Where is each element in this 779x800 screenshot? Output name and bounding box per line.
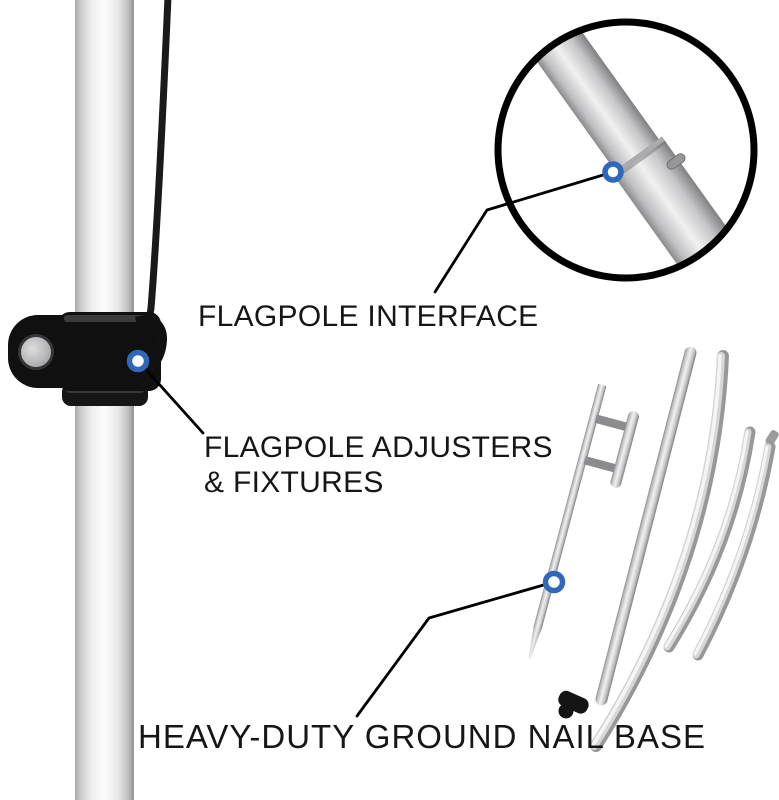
spike-step-handle — [610, 411, 639, 488]
bungee-cord — [145, 0, 172, 325]
handle-crossbar-bottom — [583, 456, 616, 473]
clamp-collar-rim — [64, 315, 148, 322]
joint-upper-tube — [501, 25, 661, 173]
leader-line-adjusters — [139, 362, 205, 435]
inset-border-circle — [494, 18, 758, 282]
flex-tip-fitting — [765, 430, 779, 446]
spike-clip — [558, 690, 589, 719]
flagpole-interface-label: FLAGPOLE INTERFACE — [198, 300, 539, 333]
ground-spike — [528, 383, 639, 659]
flagpole-adjusters-label-line1: FLAGPOLE ADJUSTERS — [204, 431, 553, 464]
inset-pole-joint — [501, 25, 751, 275]
zoom-inset — [494, 18, 758, 282]
flagpole-interface-marker-icon — [602, 161, 624, 183]
pole-section-bottom — [595, 346, 697, 706]
flex-section-1 — [663, 426, 756, 653]
joint-lower-tube — [611, 136, 751, 275]
flagpole-adjusters-label-line2: & FIXTURES — [204, 466, 384, 499]
spike-shaft — [533, 383, 607, 630]
leader-line-interface — [433, 170, 615, 294]
joint-spring-pin — [666, 153, 686, 170]
clamp-thumb-bolt — [18, 334, 54, 370]
handle-crossbar-top — [594, 414, 627, 431]
pole-clamp — [8, 312, 168, 406]
clamp-hook — [135, 315, 168, 375]
flex-section-2 — [692, 430, 779, 661]
joint-collar-rim — [611, 136, 665, 177]
flagpole-adjusters-label: FLAGPOLE ADJUSTERS & FIXTURES — [204, 430, 553, 500]
spike-tip — [528, 624, 543, 659]
ground-nail-label: HEAVY-DUTY GROUND NAIL BASE — [138, 718, 706, 755]
pole-section-middle — [590, 350, 729, 752]
flagpole-adjusters-marker-icon — [126, 349, 150, 373]
ground-nail-marker-icon — [542, 570, 566, 594]
joint-shadow-line — [614, 140, 667, 180]
leader-line-ground-nail — [355, 580, 556, 718]
